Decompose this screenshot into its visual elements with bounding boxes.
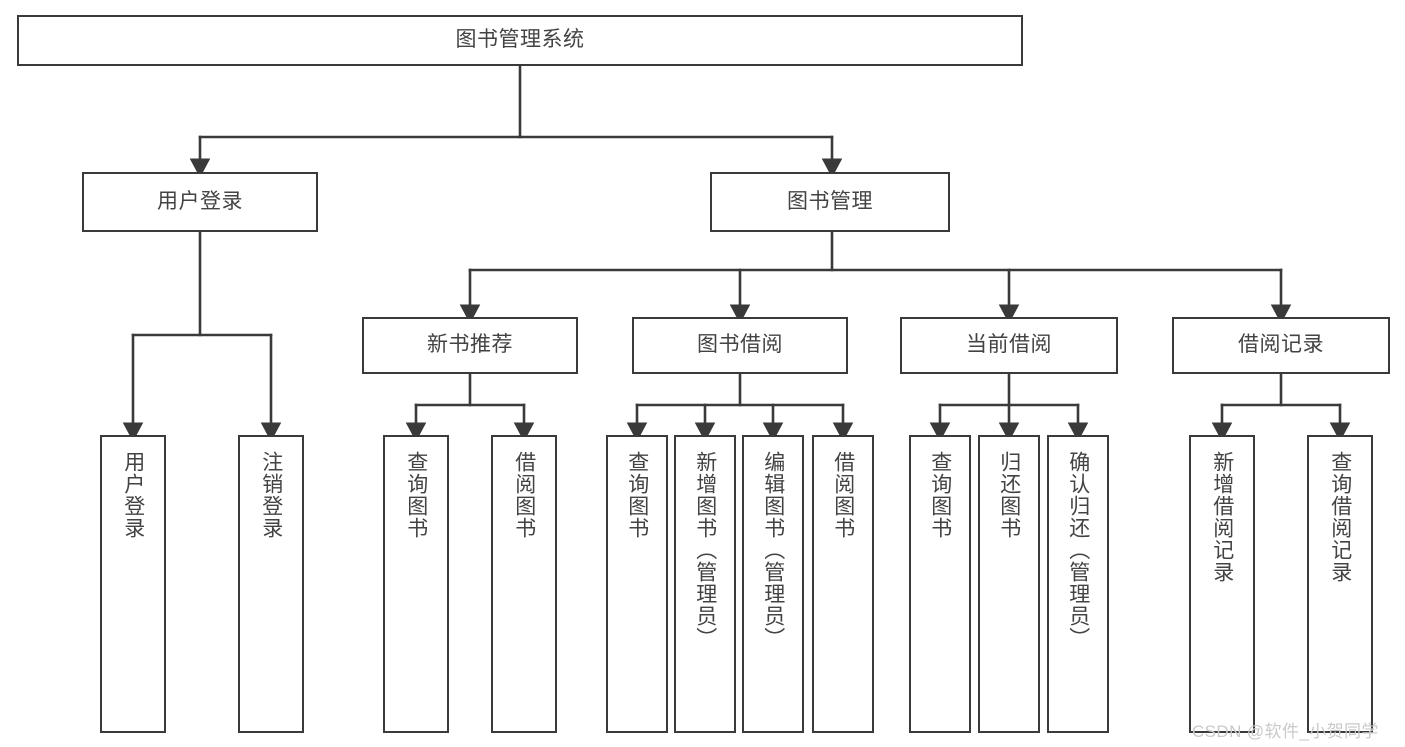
node-leaf-query-book-3[interactable]: 查询图书 <box>909 435 971 733</box>
node-book-manage[interactable]: 图书管理 <box>710 172 950 232</box>
node-label: 新增图书（管理员） <box>693 451 717 649</box>
node-root-system[interactable]: 图书管理系统 <box>17 15 1023 66</box>
node-label: 确认归还（管理员） <box>1066 451 1090 649</box>
node-label: 用户登录 <box>121 451 145 539</box>
node-label: 图书管理 <box>787 189 873 213</box>
node-leaf-query-book-1[interactable]: 查询图书 <box>383 435 449 733</box>
node-label: 注销登录 <box>259 451 283 539</box>
node-leaf-borrow-book-2[interactable]: 借阅图书 <box>812 435 874 733</box>
node-label: 借阅记录 <box>1238 333 1324 357</box>
node-label: 用户登录 <box>157 189 243 213</box>
node-label: 查询图书 <box>928 451 952 539</box>
node-label: 新书推荐 <box>427 333 513 357</box>
node-leaf-confirm-return[interactable]: 确认归还（管理员） <box>1047 435 1109 733</box>
node-label: 当前借阅 <box>966 333 1052 357</box>
node-leaf-user-login[interactable]: 用户登录 <box>100 435 166 733</box>
node-borrow-record[interactable]: 借阅记录 <box>1172 317 1390 374</box>
node-label: 新增借阅记录 <box>1210 451 1234 583</box>
node-label: 查询借阅记录 <box>1328 451 1352 583</box>
node-label: 借阅图书 <box>831 451 855 539</box>
node-label: 查询图书 <box>625 451 649 539</box>
node-leaf-return-book[interactable]: 归还图书 <box>978 435 1040 733</box>
node-leaf-add-book[interactable]: 新增图书（管理员） <box>674 435 736 733</box>
node-current-borrow[interactable]: 当前借阅 <box>900 317 1118 374</box>
node-leaf-query-record[interactable]: 查询借阅记录 <box>1307 435 1373 733</box>
node-label: 借阅图书 <box>512 451 536 539</box>
node-label: 图书借阅 <box>697 333 783 357</box>
node-book-borrow[interactable]: 图书借阅 <box>632 317 848 374</box>
node-leaf-borrow-book-1[interactable]: 借阅图书 <box>491 435 557 733</box>
node-leaf-query-book-2[interactable]: 查询图书 <box>606 435 668 733</box>
node-new-book-recommend[interactable]: 新书推荐 <box>362 317 578 374</box>
node-leaf-add-record[interactable]: 新增借阅记录 <box>1189 435 1255 733</box>
node-label: 查询图书 <box>404 451 428 539</box>
node-leaf-logout-login[interactable]: 注销登录 <box>238 435 304 733</box>
node-label: 归还图书 <box>997 451 1021 539</box>
node-user-login[interactable]: 用户登录 <box>82 172 318 232</box>
node-label: 图书管理系统 <box>455 28 585 52</box>
csdn-watermark: CSDN @软件_小贺同学 <box>1192 722 1379 741</box>
node-label: 编辑图书（管理员） <box>761 451 785 649</box>
node-leaf-edit-book[interactable]: 编辑图书（管理员） <box>742 435 804 733</box>
